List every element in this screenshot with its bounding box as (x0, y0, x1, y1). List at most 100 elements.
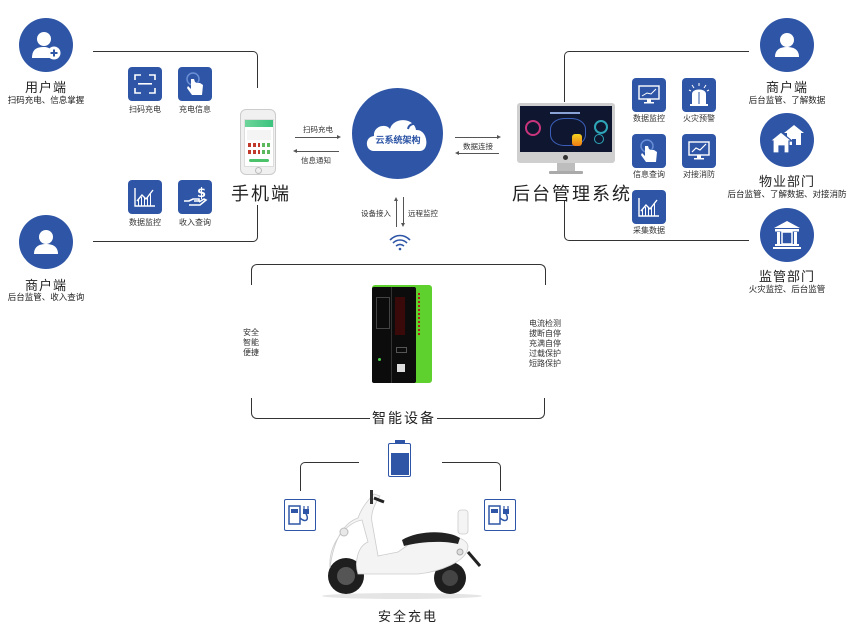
arrow-right (455, 137, 499, 138)
arrow-label-device-access: 设备接入 (361, 209, 391, 218)
feature-label: 数据监控 (129, 218, 161, 227)
battery-icon (388, 440, 412, 478)
cloud-title: 云系统架构 (375, 136, 421, 146)
device-left-features: 安全 智能 便捷 (243, 328, 259, 358)
feature-text: 便捷 (243, 348, 259, 357)
regulator-title: 监管部门 (758, 270, 815, 285)
user-avatar (19, 18, 73, 72)
arrow-right (295, 137, 339, 138)
monitor-image (517, 103, 615, 175)
feature-text: 电流检测 (529, 319, 561, 328)
backend-feature-fire-dock (682, 134, 716, 168)
cloud-circle (352, 88, 443, 179)
device-right-features: 电流检测 拔断自停 充满自停 过载保护 短路保护 (529, 319, 561, 369)
user-role-title: 用户端 (24, 81, 67, 96)
user-add-icon (32, 32, 61, 60)
feature-scan-charge (128, 67, 162, 101)
feature-label: 扫码充电 (129, 105, 161, 114)
charging-title: 安全充电 (378, 610, 439, 625)
battery-fill (391, 453, 409, 475)
arrowhead-icon (337, 135, 341, 139)
connector-line (564, 200, 749, 241)
feature-text: 智能 (243, 338, 259, 347)
money-hand-icon: $ (184, 186, 208, 206)
connector-line (564, 51, 749, 102)
phone-image (240, 109, 276, 175)
merchant-role-title: 商户端 (24, 279, 67, 294)
property-avatar (760, 113, 814, 167)
arrow-label-data: 数据连接 (463, 142, 493, 151)
user-icon (34, 230, 58, 254)
arrowhead-icon (455, 151, 459, 155)
backend-feature-fire-alarm (682, 78, 716, 112)
houses-icon (770, 125, 804, 154)
feature-label: 收入查询 (179, 218, 211, 227)
electric-scooter-image (322, 490, 482, 599)
arrowhead-icon (401, 223, 405, 227)
ev-charger-icon (288, 505, 309, 525)
arrow-up (396, 201, 397, 227)
charger-icon-right (484, 499, 516, 531)
backend-feature-collect-data (632, 190, 666, 224)
arrow-label-notify: 信息通知 (301, 156, 331, 165)
feature-label: 采集数据 (633, 226, 665, 235)
device-frame-top (251, 264, 546, 285)
merchant-avatar (19, 215, 73, 269)
touch-icon (640, 139, 657, 162)
arrow-left (459, 153, 499, 154)
arrow-left (297, 151, 339, 152)
cloud-icon (366, 119, 426, 151)
connector-line (93, 51, 258, 88)
right-merchant-avatar (760, 18, 814, 72)
device-frame-bottom-right (437, 398, 545, 419)
merchant-role-subtitle: 后台监管、收入查询 (7, 293, 85, 303)
backend-title: 后台管理系统 (512, 184, 632, 205)
monitor-chart-icon (638, 85, 660, 104)
feature-data-monitor (128, 180, 162, 214)
chart-icon (134, 188, 155, 207)
arrow-label-scan: 扫码充电 (303, 125, 333, 134)
feature-text: 拔断自停 (529, 329, 561, 338)
user-role-subtitle: 扫码充电、信息掌握 (7, 96, 85, 106)
regulator-subtitle: 火灾监控、后台监管 (748, 285, 826, 295)
connector-line (442, 462, 501, 491)
arrowhead-icon (293, 149, 297, 153)
feature-text: 短路保护 (529, 359, 561, 368)
regulator-avatar (760, 208, 814, 262)
right-merchant-subtitle: 后台监管、了解数据 (748, 96, 826, 106)
monitor-line-icon (688, 141, 710, 160)
chart-icon (638, 198, 659, 217)
backend-feature-data-monitor (632, 78, 666, 112)
arrow-down (403, 197, 404, 223)
arrowhead-icon (394, 197, 398, 201)
connector-line (300, 462, 359, 491)
touch-icon (186, 72, 203, 95)
feature-label: 充电信息 (179, 105, 211, 114)
device-frame-bottom-left (251, 398, 370, 419)
charging-station-image (372, 285, 432, 383)
arrowhead-icon (497, 135, 501, 139)
device-title: 智能设备 (372, 411, 436, 427)
property-title: 物业部门 (758, 175, 815, 190)
scan-icon (134, 74, 156, 94)
feature-label: 对接消防 (683, 170, 715, 179)
government-building-icon (773, 221, 801, 249)
ev-charger-icon (488, 505, 509, 525)
feature-text: 安全 (243, 328, 259, 337)
feature-text: 过载保护 (529, 349, 561, 358)
arrow-label-remote-monitor: 远程监控 (408, 209, 438, 218)
charger-icon-left (284, 499, 316, 531)
feature-text: 充满自停 (529, 339, 561, 348)
svg-text:$: $ (197, 186, 206, 201)
right-merchant-title: 商户端 (765, 81, 808, 96)
feature-label: 信息查询 (633, 170, 665, 179)
phone-title: 手机端 (231, 184, 291, 205)
feature-label: 数据监控 (633, 114, 665, 123)
alarm-light-icon (688, 83, 710, 106)
user-icon (775, 33, 799, 57)
property-subtitle: 后台监管、了解数据、对接消防 (727, 190, 847, 200)
feature-income-query: $ (178, 180, 212, 214)
backend-feature-info-query (632, 134, 666, 168)
connector-line (93, 205, 258, 242)
wifi-icon (389, 234, 411, 251)
